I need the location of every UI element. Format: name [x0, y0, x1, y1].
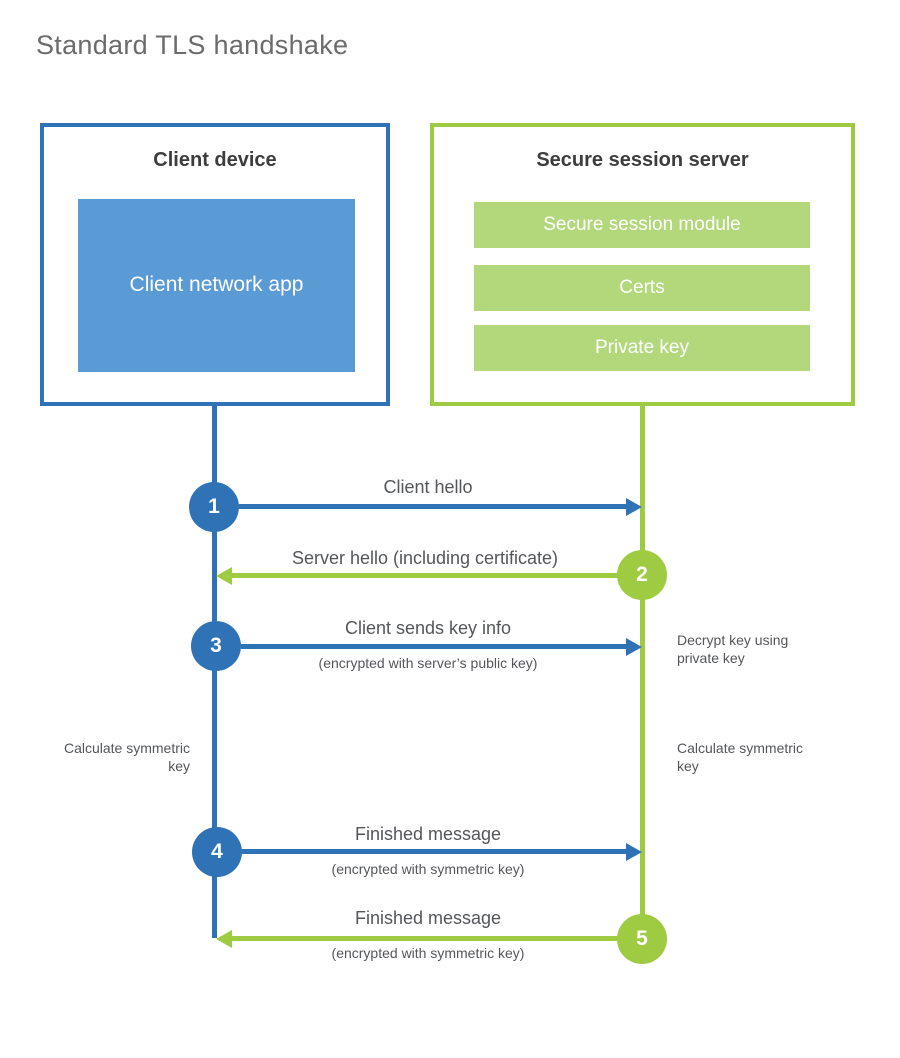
step-5-label: Finished message: [354, 908, 502, 928]
step-1-label: Client hello: [383, 477, 473, 497]
secure-session-server-heading: Secure session server: [536, 149, 749, 171]
note-decrypt-key: Decrypt key using private key: [677, 632, 789, 667]
step-5-number: 5: [636, 927, 648, 950]
step-4-sublabel: (encrypted with symmetric key): [331, 861, 525, 877]
step-4-number: 4: [211, 840, 223, 863]
step-4-arrowhead-right-icon: [626, 843, 642, 861]
note-calculate-symmetric-key-client: Calculate symmetric key: [63, 740, 190, 775]
step-3-circle: 3: [191, 621, 241, 671]
server-module-secure-session: Secure session module: [474, 202, 810, 248]
step-1-arrowhead-right-icon: [626, 498, 642, 516]
step-5-arrowhead-left-icon: [216, 930, 232, 948]
step-1-circle: 1: [189, 482, 239, 532]
step-1-arrow-line: [239, 504, 629, 509]
client-network-app-box: Client network app: [78, 199, 355, 372]
step-3-label: Client sends key info: [344, 618, 512, 638]
step-4-arrow-line: [242, 849, 629, 854]
step-2-arrow-line: [231, 573, 621, 578]
step-2-arrowhead-left-icon: [216, 567, 232, 585]
step-3-sublabel: (encrypted with server’s public key): [318, 655, 538, 671]
client-device-heading: Client device: [153, 149, 277, 171]
step-5-arrow-line: [231, 936, 621, 941]
note-calculate-symmetric-key-server: Calculate symmetric key: [677, 740, 804, 775]
server-lifeline: [640, 406, 645, 939]
step-5-sublabel: (encrypted with symmetric key): [331, 945, 525, 961]
step-4-circle: 4: [192, 827, 242, 877]
step-3-number: 3: [210, 634, 222, 657]
step-1-number: 1: [208, 495, 220, 518]
step-2-circle: 2: [617, 550, 667, 600]
server-module-private-key: Private key: [474, 325, 810, 371]
step-5-circle: 5: [617, 914, 667, 964]
step-4-label: Finished message: [354, 824, 502, 844]
step-2-number: 2: [636, 563, 648, 586]
step-3-arrow-line: [241, 644, 629, 649]
page-title: Standard TLS handshake: [36, 30, 349, 60]
server-module-certs: Certs: [474, 265, 810, 311]
client-lifeline: [212, 406, 217, 938]
step-2-label: Server hello (including certificate): [291, 548, 559, 568]
client-network-app-label: Client network app: [129, 273, 304, 297]
step-3-arrowhead-right-icon: [626, 638, 642, 656]
